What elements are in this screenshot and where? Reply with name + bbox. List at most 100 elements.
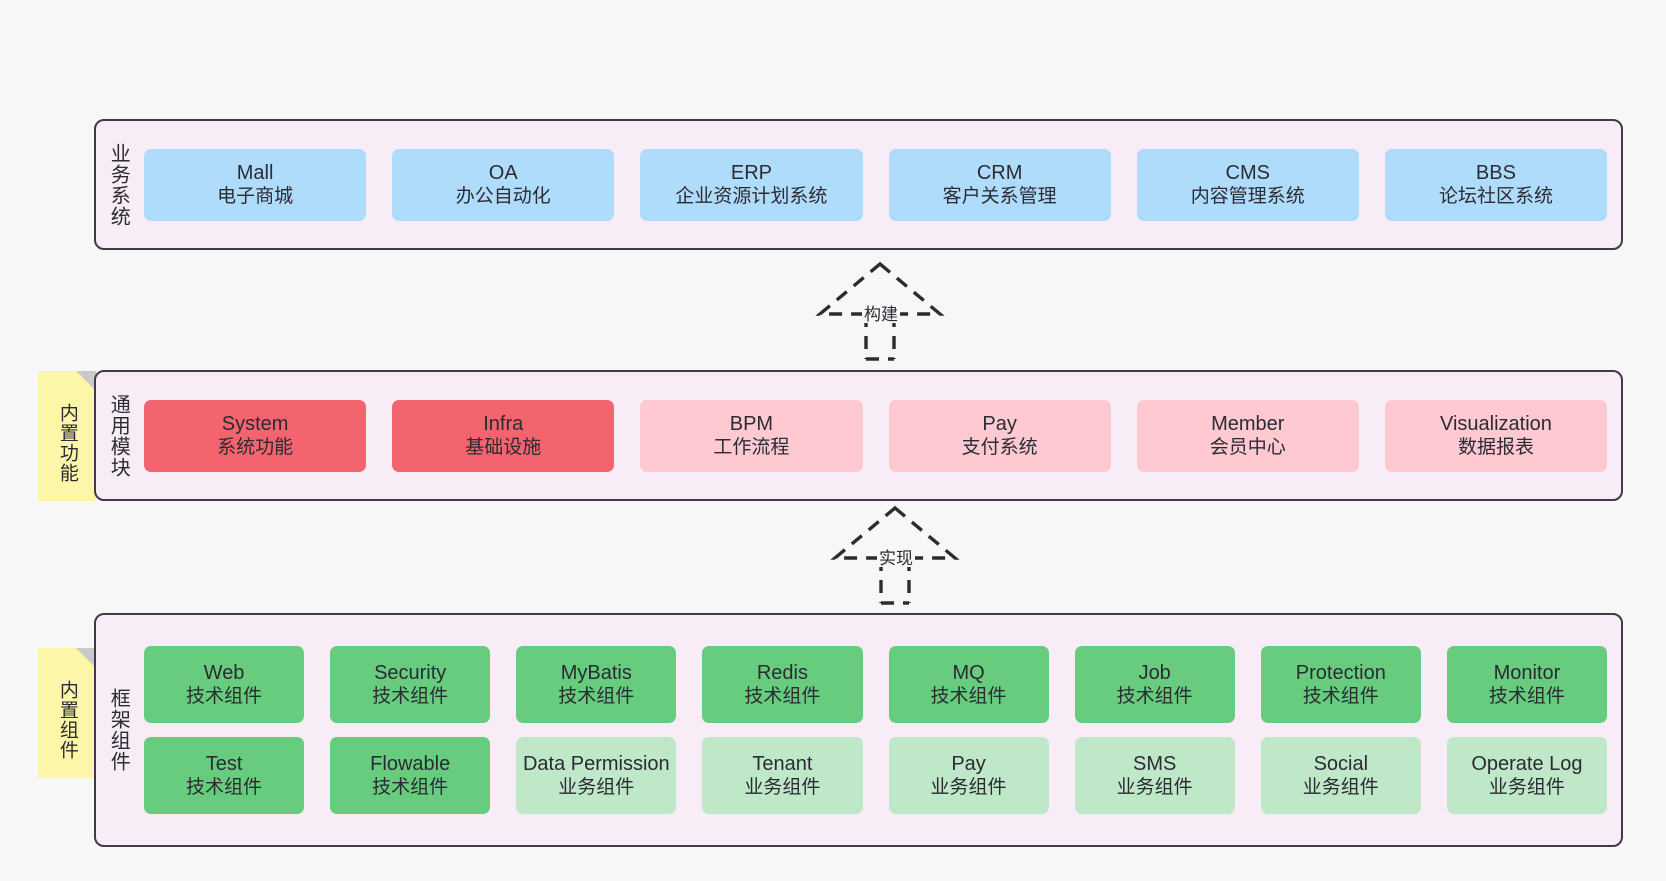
node-oa[interactable]: OA 办公自动化 (392, 148, 615, 221)
layer-body-modules: System 系统功能 Infra 基础设施 BPM 工作流程 Pay 支付系统… (140, 372, 1621, 499)
node-crm[interactable]: CRM 客户关系管理 (888, 148, 1111, 221)
business-systems-row: Mall 电子商城 OA 办公自动化 ERP 企业资源计划系统 CRM 客户关系… (144, 148, 1608, 221)
node-title: Redis (756, 661, 808, 684)
node-title: MQ (952, 661, 985, 684)
node-title: OA (488, 161, 518, 184)
node-pay-module[interactable]: Pay 支付系统 (888, 399, 1111, 472)
node-subtitle: 技术组件 (1116, 686, 1193, 708)
node-subtitle: 技术组件 (930, 686, 1007, 708)
node-visualization[interactable]: Visualization 数据报表 (1384, 399, 1608, 472)
node-pay-component[interactable]: Pay 业务组件 (888, 737, 1049, 814)
node-subtitle: 内容管理系统 (1190, 186, 1305, 208)
node-subtitle: 基础设施 (465, 437, 542, 459)
node-subtitle: 业务组件 (744, 777, 821, 799)
note-label: 内置功能 (56, 403, 78, 483)
node-subtitle: 数据报表 (1457, 437, 1534, 459)
common-modules-row: System 系统功能 Infra 基础设施 BPM 工作流程 Pay 支付系统… (144, 399, 1608, 472)
node-test[interactable]: Test 技术组件 (144, 737, 305, 814)
node-subtitle: 技术组件 (186, 777, 263, 799)
layer-title-framework: 框架组件 (107, 688, 130, 772)
node-bbs[interactable]: BBS 论坛社区系统 (1384, 148, 1608, 221)
node-mall[interactable]: Mall 电子商城 (144, 148, 367, 221)
node-protection[interactable]: Protection 技术组件 (1260, 646, 1421, 723)
node-title: Social (1313, 752, 1369, 775)
node-title: Data Permission (522, 752, 670, 775)
node-tenant[interactable]: Tenant 业务组件 (702, 737, 863, 814)
node-subtitle: 技术组件 (558, 686, 635, 708)
node-title: Pay (951, 752, 986, 775)
layer-framework-components: 框架组件 Web 技术组件 Security 技术组件 MyBatis 技术组件… (94, 613, 1623, 847)
node-title: Visualization (1439, 412, 1552, 435)
node-title: Web (203, 661, 245, 684)
node-member[interactable]: Member 会员中心 (1136, 399, 1359, 472)
node-social[interactable]: Social 业务组件 (1260, 737, 1421, 814)
node-flowable[interactable]: Flowable 技术组件 (330, 737, 491, 814)
node-mq[interactable]: MQ 技术组件 (888, 646, 1049, 723)
node-subtitle: 技术组件 (372, 686, 449, 708)
node-title: Test (205, 752, 243, 775)
note-builtin-features: 内置功能 (38, 371, 96, 501)
node-title: Infra (483, 412, 524, 435)
layer-body-business: Mall 电子商城 OA 办公自动化 ERP 企业资源计划系统 CRM 客户关系… (140, 121, 1621, 248)
node-title: Operate Log (1471, 752, 1583, 775)
node-subtitle: 技术组件 (186, 686, 263, 708)
node-title: Mall (236, 161, 274, 184)
framework-tech-row: Web 技术组件 Security 技术组件 MyBatis 技术组件 Redi… (144, 646, 1607, 723)
node-subtitle: 企业资源计划系统 (675, 186, 828, 208)
node-title: Security (374, 661, 447, 684)
node-security[interactable]: Security 技术组件 (330, 646, 491, 723)
arrow-build: 构建 (800, 261, 960, 362)
node-title: BBS (1475, 161, 1516, 184)
node-data-permission[interactable]: Data Permission 业务组件 (516, 737, 677, 814)
layer-title-business: 业务系统 (107, 142, 130, 227)
node-title: SMS (1133, 752, 1177, 775)
node-subtitle: 业务组件 (930, 777, 1007, 799)
node-title: CMS (1225, 161, 1270, 184)
node-subtitle: 办公自动化 (455, 186, 551, 208)
node-title: BPM (729, 412, 774, 435)
node-sms[interactable]: SMS 业务组件 (1074, 737, 1235, 814)
node-subtitle: 技术组件 (744, 686, 821, 708)
node-subtitle: 技术组件 (1302, 686, 1379, 708)
node-title: Monitor (1493, 661, 1561, 684)
node-subtitle: 论坛社区系统 (1438, 186, 1553, 208)
note-label: 内置组件 (56, 680, 78, 760)
node-subtitle: 客户关系管理 (942, 186, 1057, 208)
node-title: Pay (982, 412, 1017, 435)
node-title: CRM (976, 161, 1023, 184)
node-job[interactable]: Job 技术组件 (1074, 646, 1235, 723)
node-subtitle: 会员中心 (1209, 437, 1286, 459)
node-title: Protection (1295, 661, 1386, 684)
node-title: Member (1211, 412, 1285, 435)
node-subtitle: 支付系统 (961, 437, 1038, 459)
arrow-implement-label: 实现 (877, 549, 915, 568)
node-subtitle: 业务组件 (558, 777, 635, 799)
node-subtitle: 业务组件 (1488, 777, 1565, 799)
node-subtitle: 业务组件 (1116, 777, 1193, 799)
node-cms[interactable]: CMS 内容管理系统 (1136, 148, 1359, 221)
arrow-implement: 实现 (815, 505, 975, 606)
node-title: Tenant (752, 752, 813, 775)
arrow-build-label: 构建 (862, 305, 900, 324)
node-system[interactable]: System 系统功能 (144, 399, 367, 472)
node-mybatis[interactable]: MyBatis 技术组件 (516, 646, 677, 723)
node-infra[interactable]: Infra 基础设施 (392, 399, 615, 472)
node-erp[interactable]: ERP 企业资源计划系统 (640, 148, 863, 221)
node-monitor[interactable]: Monitor 技术组件 (1446, 646, 1607, 723)
node-web[interactable]: Web 技术组件 (144, 646, 305, 723)
node-operate-log[interactable]: Operate Log 业务组件 (1446, 737, 1607, 814)
node-title: Job (1138, 661, 1171, 684)
layer-business-systems: 业务系统 Mall 电子商城 OA 办公自动化 ERP 企业资源计划系统 CRM… (94, 119, 1623, 250)
node-subtitle: 电子商城 (217, 186, 294, 208)
layer-common-modules: 通用模块 System 系统功能 Infra 基础设施 BPM 工作流程 Pay… (94, 370, 1623, 501)
node-title: Flowable (370, 752, 451, 775)
node-redis[interactable]: Redis 技术组件 (702, 646, 863, 723)
node-bpm[interactable]: BPM 工作流程 (640, 399, 863, 472)
node-subtitle: 业务组件 (1302, 777, 1379, 799)
node-subtitle: 工作流程 (713, 437, 790, 459)
node-subtitle: 技术组件 (372, 777, 449, 799)
node-title: ERP (730, 161, 772, 184)
note-builtin-components: 内置组件 (38, 648, 96, 778)
layer-body-framework: Web 技术组件 Security 技术组件 MyBatis 技术组件 Redi… (140, 615, 1621, 845)
